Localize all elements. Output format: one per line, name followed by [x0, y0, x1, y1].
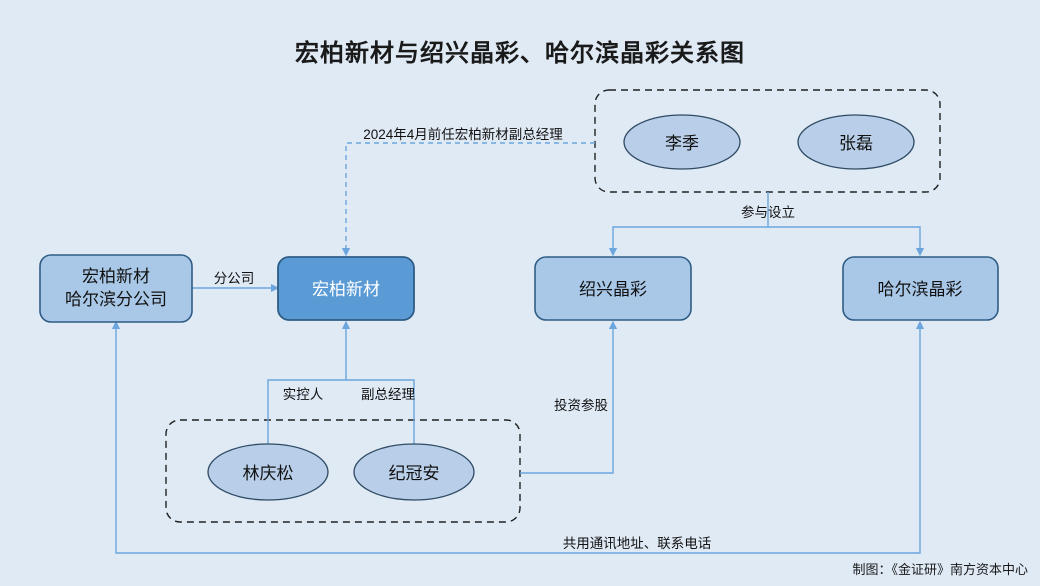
credit-line: 制图：《金证研》南方资本中心 — [852, 562, 1028, 577]
node-hongbai[interactable]: 宏柏新材 — [277, 256, 415, 321]
node-person-linqingsong[interactable]: 林庆松 — [207, 443, 329, 501]
edge-participate-setup-right — [768, 226, 925, 257]
node-harbin-jingcai-label: 哈尔滨晶彩 — [878, 280, 963, 299]
node-person-jiguanan[interactable]: 纪冠安 — [353, 443, 475, 501]
edge-label-shared-contact: 共用通讯地址、联系电话 — [563, 536, 712, 551]
edge-label-vice-gm: 副总经理 — [361, 387, 415, 402]
edge-participate-setup-left — [608, 226, 768, 257]
node-shaoxing-jingcai[interactable]: 绍兴晶彩 — [534, 256, 692, 321]
node-harbin-branch[interactable]: 宏柏新材 哈尔滨分公司 — [39, 254, 193, 323]
edge-label-branch: 分公司 — [214, 271, 255, 286]
node-person-liji-label: 李季 — [665, 134, 699, 153]
node-harbin-jingcai[interactable]: 哈尔滨晶彩 — [842, 256, 999, 321]
node-hongbai-label: 宏柏新材 — [312, 280, 380, 299]
node-shaoxing-jingcai-label: 绍兴晶彩 — [579, 280, 647, 299]
node-person-liji[interactable]: 李季 — [623, 114, 741, 170]
edge-label-controller: 实控人 — [283, 387, 324, 402]
node-person-zhanglei-label: 张磊 — [839, 134, 873, 153]
node-harbin-branch-label-1: 宏柏新材 — [82, 267, 150, 286]
edge-controller — [267, 320, 351, 455]
node-person-linqingsong-label: 林庆松 — [243, 464, 294, 483]
node-person-jiguanan-label: 纪冠安 — [389, 464, 440, 483]
edge-label-former-vice-gm: 2024年4月前任宏柏新材副总经理 — [363, 126, 563, 142]
edge-vice-gm — [346, 379, 415, 455]
node-harbin-branch-label-2: 哈尔滨分公司 — [65, 290, 167, 309]
node-person-zhanglei[interactable]: 张磊 — [797, 114, 915, 170]
page-title: 宏柏新材与绍兴晶彩、哈尔滨晶彩关系图 — [295, 40, 745, 67]
edge-investment — [520, 320, 618, 474]
edge-label-investment: 投资参股 — [554, 397, 608, 413]
dashed-group-bottom-left — [165, 419, 521, 523]
edge-shared-contact — [111, 320, 925, 554]
edge-label-participate-setup: 参与设立 — [741, 204, 795, 220]
edge-former-vice-gm — [341, 142, 595, 257]
